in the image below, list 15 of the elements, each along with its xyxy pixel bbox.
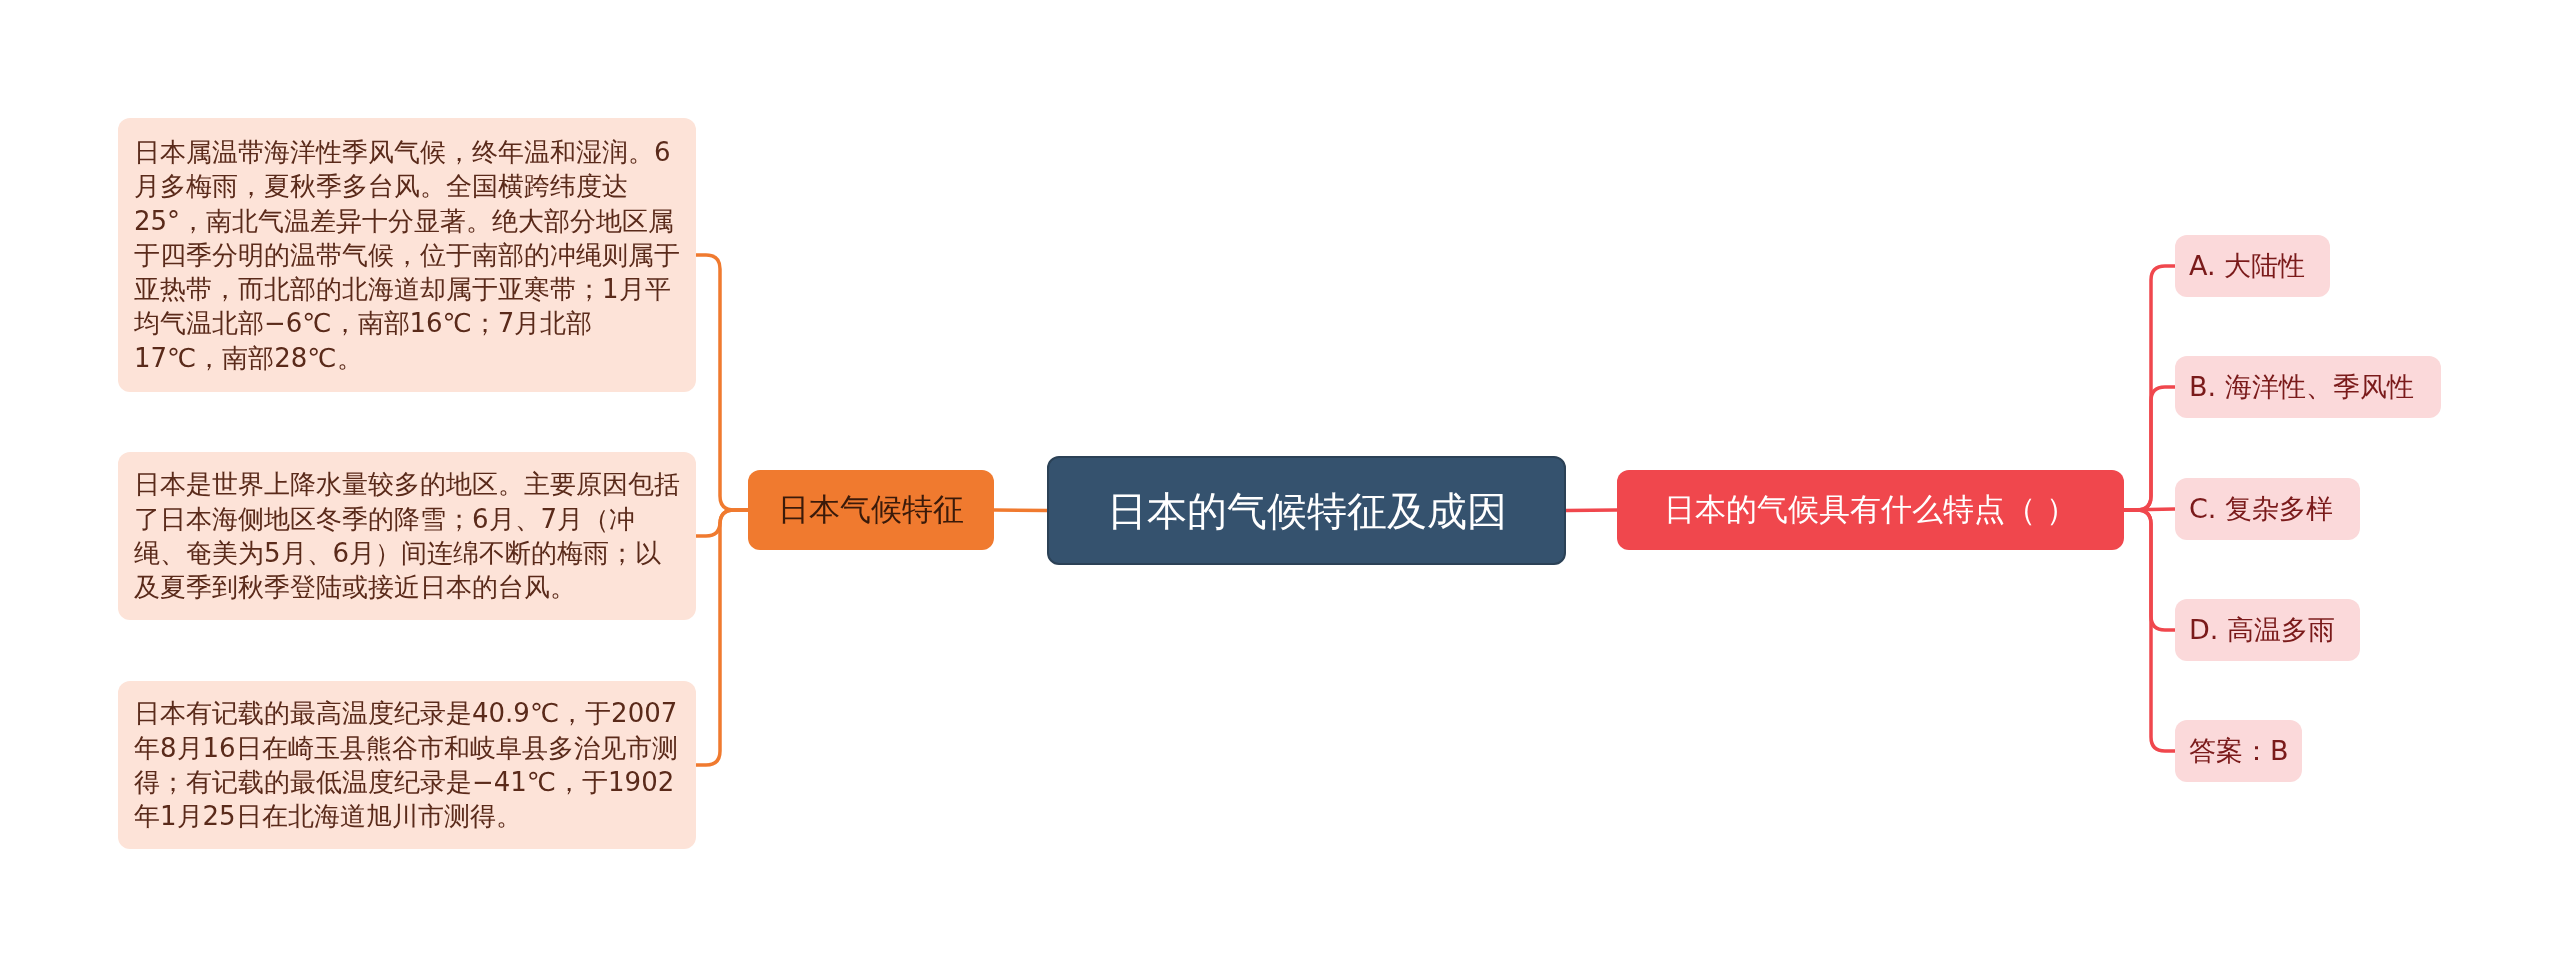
option-box: 答案：B [2175,720,2302,782]
connector-line [696,508,748,767]
topic-box: 日本气候特征 [748,470,994,550]
connector-line [2124,508,2175,753]
note-box: 日本属温带海洋性季风气候，终年温和湿润。6月多梅雨，夏秋季多台风。全国横跨纬度达25°，南北气温差异十分显著。绝大部分地区属于四季分明的温带气候，位于南部的冲绳则属于亚热带，而北部的北海道却属于亚寒带；1月平均气温北部−6℃，南部16℃；7月北部17℃，南部28℃。 [118,118,696,392]
option-box: B. 海洋性、季风性 [2175,356,2441,418]
option-box: D. 高温多雨 [2175,599,2360,661]
option-box: C. 复杂多样 [2175,478,2360,540]
connector-line [1566,508,1617,513]
option-box: A. 大陆性 [2175,235,2330,297]
connector-line [994,508,1047,513]
central-topic-box: 日本的气候特征及成因 [1047,456,1566,565]
question-box: 日本的气候具有什么特点（ ） [1617,470,2124,550]
note-box: 日本是世界上降水量较多的地区。主要原因包括了日本海侧地区冬季的降雪；6月、7月（冲绳、奄美为5月、6月）间连绵不断的梅雨；以及夏季到秋季登陆或接近日本的台风。 [118,452,696,620]
note-box: 日本有记载的最高温度纪录是40.9℃，于2007年8月16日在崎玉县熊谷市和岐阜县多治见市测得；有记载的最低温度纪录是−41℃，于1902年1月25日在北海道旭川市测得。 [118,681,696,849]
